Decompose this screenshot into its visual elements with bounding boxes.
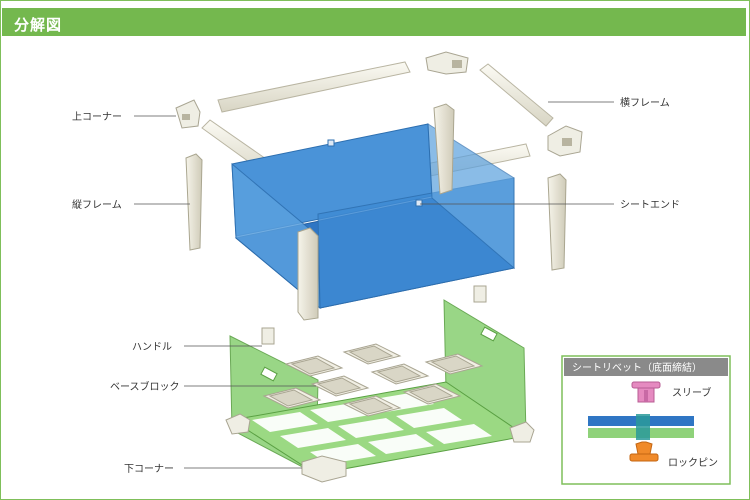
label-sheet-end: シートエンド [620,200,680,211]
base-block [370,363,430,385]
legend-lock-pin: ロックピン [668,457,718,469]
rivet-legend: シートリベット（底面締結） スリーブ ロックピン [561,355,731,485]
vertical-frame-left [185,153,203,251]
upper-corner-right [547,125,583,157]
base-block [402,383,462,405]
upper-corner-back [425,51,469,75]
side-frame-rail-right [479,63,554,127]
lock-pin-icon [629,441,659,462]
legend-title: シートリベット（底面締結） [572,361,702,374]
vertical-frame-back [433,103,455,195]
base-block [310,375,370,397]
label-lower-corner: 下コーナー [124,463,174,475]
handle-left [261,327,275,345]
sheet-box [231,123,516,310]
label-upper-corner: 上コーナー [72,111,122,123]
sleeve-icon [631,381,661,403]
vertical-frame-front [297,227,319,321]
label-side-frame: 横フレーム [620,96,670,109]
legend-sleeve: スリーブ [672,386,711,399]
base-blocks [262,343,484,417]
upper-corner-left [175,99,201,129]
handle-slot-left [260,366,278,382]
lower-corner-left [225,413,251,435]
base-block [262,387,322,409]
label-base-block: ベースブロック [110,380,180,393]
base-assembly [225,285,535,483]
lower-corner-front [301,455,347,483]
label-handle: ハンドル [132,342,172,353]
base-block [342,343,402,365]
sheet-end-tab [415,199,423,207]
base-block [284,355,344,377]
handle-slot-right [480,326,498,342]
vertical-frame-right [547,173,567,271]
leader-lines [134,101,614,469]
sheet-end-tab-back [327,139,335,147]
handle-right [473,285,487,303]
label-vertical-frame: 縦フレーム [72,198,122,211]
base-block [424,353,484,375]
side-frame-rail-back [217,61,411,113]
page-title: 分解図 [14,16,63,34]
vertical-frames [185,103,567,321]
base-block [342,395,402,417]
lower-corner-right [509,421,535,443]
title-bar [2,8,746,36]
